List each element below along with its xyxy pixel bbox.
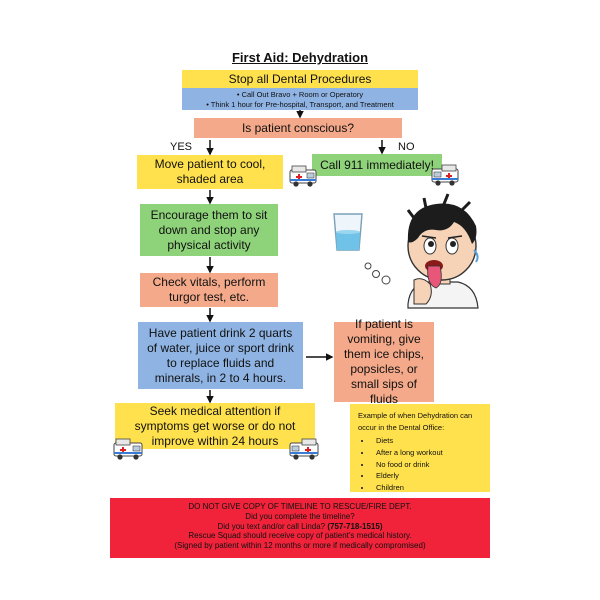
seek-attention-text: Seek medical attention if symptoms get w… <box>134 403 296 448</box>
seek-attention-box: Seek medical attention if symptoms get w… <box>115 403 315 449</box>
footer-line-2: Did you complete the timeline? <box>245 511 355 521</box>
no-label: NO <box>398 141 415 153</box>
footer-line-1: DO NOT GIVE COPY OF TIMELINE TO RESCUE/F… <box>188 502 412 511</box>
yes-label: YES <box>170 141 193 153</box>
footer-line-5: (Signed by patient within 12 months or m… <box>174 541 426 550</box>
move-patient-box: Move patient to cool, shaded area <box>137 155 283 189</box>
ambulance-icon <box>431 164 459 186</box>
encourage-box: Encourage them to sit down and stop any … <box>140 204 278 256</box>
example-item: No food or drink <box>372 459 482 471</box>
example-item: Elderly <box>372 470 482 482</box>
example-item: Diets <box>372 435 482 447</box>
examples-box: Example of when Dehydration can occur in… <box>350 404 490 492</box>
check-vitals-box: Check vitals, perform turgor test, etc. <box>140 273 278 307</box>
page-title: First Aid: Dehydration <box>231 50 369 65</box>
call-911-box: Call 911 immediately! <box>312 154 442 176</box>
footer-warning-box: DO NOT GIVE COPY OF TIMELINE TO RESCUE/F… <box>110 498 490 558</box>
example-item: Children <box>372 482 482 494</box>
footer-line-3: Did you text and/or call Linda? (757-718… <box>217 521 383 531</box>
move-patient-text: Move patient to cool, shaded area <box>154 157 266 186</box>
stop-detail-1: • Call Out Bravo + Room or Operatory <box>236 90 364 99</box>
encourage-text: Encourage them to sit down and stop any … <box>150 207 268 252</box>
stop-procedures-box: Stop all Dental Procedures <box>182 70 418 88</box>
water-glass-icon <box>333 213 363 251</box>
question-box: Is patient conscious? <box>194 118 402 138</box>
flowchart-page: First Aid: Dehydration Stop all Dental P… <box>110 44 490 558</box>
thought-bubble <box>381 275 391 285</box>
drink-fluids-box: Have patient drink 2 quarts of water, ju… <box>138 322 303 389</box>
stop-detail-2: • Think 1 hour for Pre-hospital, Transpo… <box>206 99 394 109</box>
check-vitals-text: Check vitals, perform turgor test, etc. <box>152 275 266 304</box>
stop-procedures-text: Stop all Dental Procedures <box>228 71 372 86</box>
drink-fluids-text: Have patient drink 2 quarts of water, ju… <box>147 325 294 385</box>
ambulance-icon <box>289 438 319 460</box>
examples-title: Example of when Dehydration can occur in… <box>358 411 473 432</box>
example-item: After a long workout <box>372 447 482 459</box>
call-911-text: Call 911 immediately! <box>320 157 434 172</box>
vomiting-text: If patient is vomiting, give them ice ch… <box>343 317 425 406</box>
ambulance-icon <box>289 165 317 187</box>
dehydrated-person-illustration <box>406 193 479 309</box>
ambulance-icon <box>113 438 143 460</box>
footer-line-4: Rescue Squad should receive copy of pati… <box>188 531 412 541</box>
examples-list: Diets After a long workout No food or dr… <box>358 435 482 493</box>
stop-details-box: • Call Out Bravo + Room or Operatory • T… <box>182 88 418 110</box>
arrows-and-art <box>113 110 479 460</box>
thought-bubble <box>372 270 380 278</box>
thought-bubble <box>364 262 372 270</box>
vomiting-box: If patient is vomiting, give them ice ch… <box>334 317 434 406</box>
question-text: Is patient conscious? <box>241 120 355 135</box>
